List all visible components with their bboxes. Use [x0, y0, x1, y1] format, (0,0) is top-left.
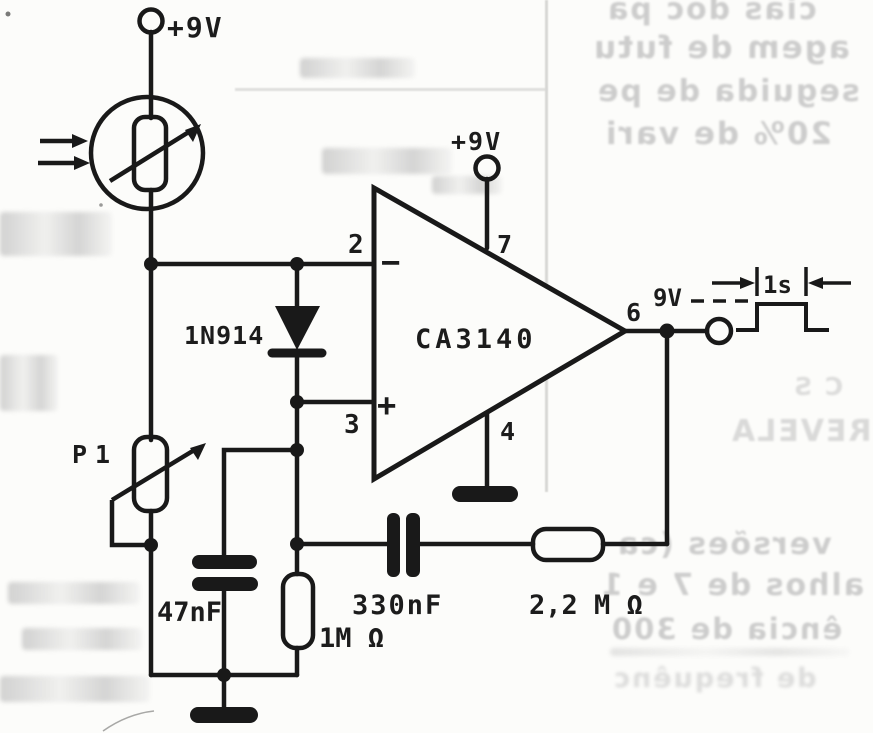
- ldr-variable-arrow: [108, 128, 194, 183]
- junction-dot: [144, 538, 158, 552]
- light-arrowhead-2-icon: [74, 156, 90, 170]
- bleed-smudge: [0, 676, 150, 702]
- cap47-plate-bottom: [192, 577, 258, 591]
- pot-arrowhead-icon: [190, 443, 206, 460]
- scan-speck: [99, 203, 103, 207]
- label-inverting-sign: −: [381, 243, 400, 281]
- junction-dot: [290, 257, 304, 271]
- bleed-smudge: [0, 212, 112, 256]
- pot-wiper-wire: [109, 500, 151, 548]
- label-pulse-width: 1s: [763, 271, 792, 299]
- label-supply-top: +9V: [167, 11, 224, 44]
- resistor-1m-body: [280, 571, 316, 651]
- junction-dots: [144, 257, 675, 682]
- capacitor-47nf: [192, 555, 258, 591]
- bleed-smudge: [8, 582, 140, 604]
- pulse-trace: [736, 302, 829, 332]
- label-output-level: 9V: [653, 284, 682, 312]
- cap330-plate-right: [406, 513, 420, 577]
- label-res-2m2: 2,2 M Ω: [529, 590, 643, 621]
- cap47-plate-top: [192, 555, 257, 569]
- ldr-arrowhead-icon: [185, 124, 201, 142]
- terminal-supply-top: [137, 7, 165, 35]
- potentiometer-p1: [109, 434, 206, 548]
- bleed-smudge: [300, 58, 415, 78]
- label-non-inverting-sign: +: [377, 386, 396, 424]
- label-res-1m: 1M Ω: [319, 623, 384, 654]
- label-supply-opamp: +9V: [451, 127, 502, 156]
- light-arrowhead-1-icon: [72, 134, 88, 148]
- capacitor-330nf: [387, 513, 420, 577]
- bleed-smudge: [0, 355, 58, 411]
- output-waveform: [691, 267, 851, 332]
- label-potentiometer: P1: [72, 440, 118, 469]
- diode-triangle: [275, 306, 320, 350]
- junction-dot: [659, 323, 675, 339]
- junction-dot: [217, 668, 231, 682]
- label-pin3: 3: [344, 410, 360, 440]
- ldr-resistor-body: [131, 114, 169, 193]
- cap330-plate-left: [387, 513, 400, 577]
- opamp-triangle: [371, 183, 630, 484]
- ground-bar-opamp: [452, 486, 518, 502]
- terminal-supply-opamp: [473, 154, 501, 182]
- bleed-smudge: [22, 628, 142, 650]
- terminal-output: [704, 316, 734, 346]
- bleed-smudge: [322, 148, 452, 174]
- scan-scratch: [102, 710, 155, 732]
- label-pin2: 2: [348, 230, 364, 260]
- ldr-photoresistor: [38, 94, 206, 212]
- diode-1n914: [267, 306, 327, 358]
- junction-dot: [290, 537, 304, 551]
- wire-to-cap47: [221, 447, 300, 558]
- ldr-circle: [88, 94, 206, 212]
- label-pin6: 6: [626, 298, 641, 327]
- pot-wiper-arrow: [110, 447, 198, 502]
- junction-dot: [144, 257, 158, 271]
- label-opamp: CA3140: [415, 324, 537, 355]
- dim-arrowhead-left-icon: [740, 277, 755, 289]
- junction-dot: [290, 443, 304, 457]
- ground-bar-bottom: [190, 707, 258, 723]
- resistor-2m2-body: [530, 526, 606, 563]
- pot-body: [131, 434, 170, 514]
- junction-dot: [290, 395, 304, 409]
- scan-speck: [5, 11, 11, 17]
- dim-arrowhead-right-icon: [808, 277, 823, 289]
- label-cap-330n: 330nF: [352, 590, 443, 621]
- label-pin4: 4: [500, 417, 515, 446]
- bleed-table-horizontal-line: [235, 88, 547, 91]
- bleed-table-vertical-line: [545, 0, 548, 492]
- bleed-smudge: [610, 648, 850, 656]
- label-diode: 1N914: [184, 321, 264, 350]
- label-pin7: 7: [497, 230, 512, 259]
- label-cap-47n: 47nF: [157, 597, 222, 628]
